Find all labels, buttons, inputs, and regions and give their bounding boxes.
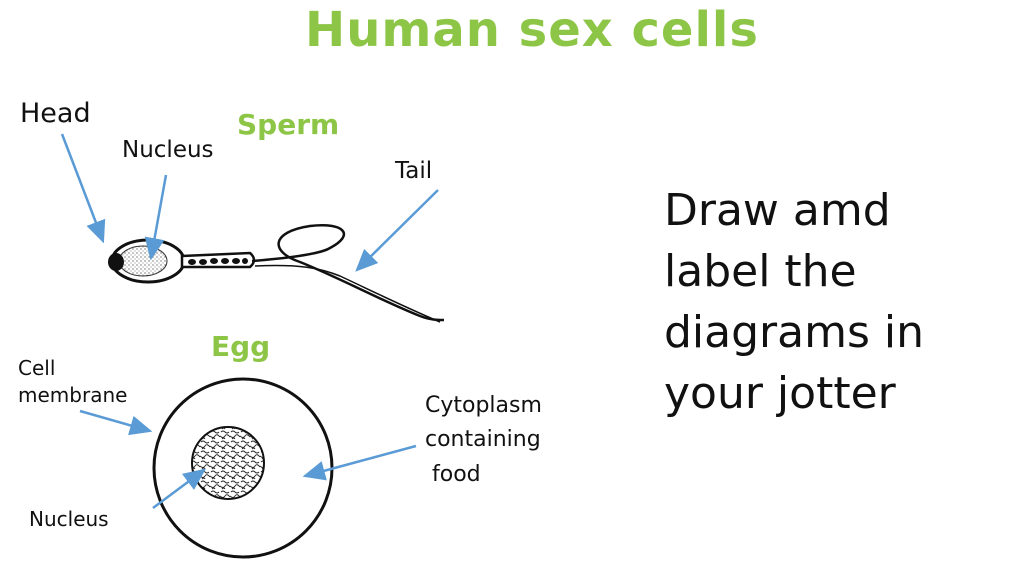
egg-nucleus xyxy=(191,426,265,500)
slide-title: Human sex cells xyxy=(305,2,759,58)
arrow-cytoplasm xyxy=(302,444,417,481)
label-egg-nucleus: Nucleus xyxy=(29,507,109,531)
sperm-heading: Sperm xyxy=(237,108,340,141)
instructions-text: Draw amd label the diagrams in your jott… xyxy=(664,185,924,419)
sperm-nucleus xyxy=(118,245,168,277)
label-head: Head xyxy=(20,98,91,129)
label-cytoplasm-line3: food xyxy=(432,462,481,487)
sperm-acrosome xyxy=(108,253,124,271)
label-sperm-nucleus: Nucleus xyxy=(122,137,214,163)
egg-drawing xyxy=(152,377,334,559)
arrow-egg-nucleus xyxy=(152,468,207,510)
arrow-head xyxy=(60,133,106,244)
arrow-sperm-nucleus xyxy=(144,174,168,261)
label-cell-membrane-line2: membrane xyxy=(18,383,128,407)
label-arrows xyxy=(60,133,439,510)
label-tail: Tail xyxy=(395,158,433,184)
sperm-tail xyxy=(251,224,445,322)
egg-heading: Egg xyxy=(211,330,271,363)
label-cytoplasm-line2: containing xyxy=(425,427,541,452)
sperm-drawing xyxy=(108,224,445,323)
mitochondria xyxy=(188,258,248,265)
label-cytoplasm-line1: Cytoplasm xyxy=(425,393,542,418)
arrow-tail xyxy=(355,189,439,272)
label-cell-membrane-line1: Cell xyxy=(18,356,56,380)
arrow-cell-membrane xyxy=(79,409,153,436)
